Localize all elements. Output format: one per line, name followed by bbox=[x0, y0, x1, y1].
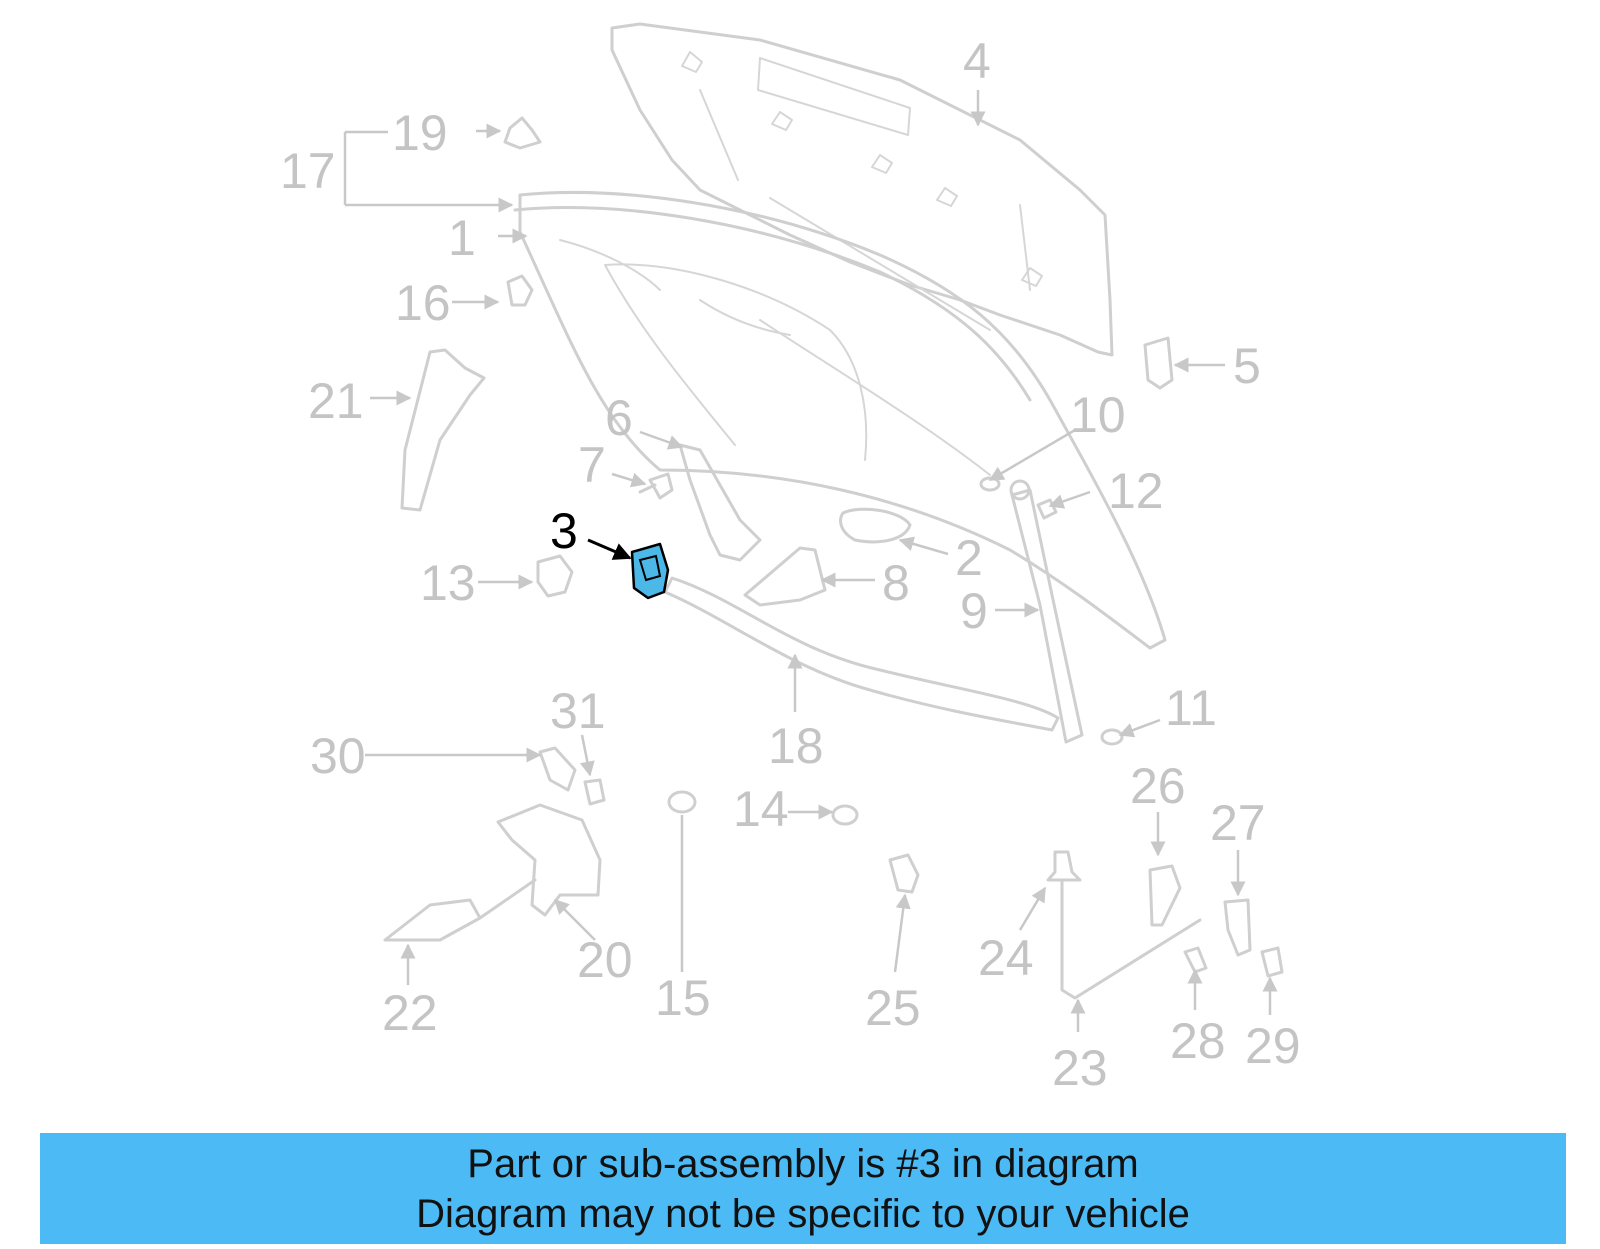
part-30-rod-clip bbox=[538, 746, 577, 792]
callout-9: 9 bbox=[960, 583, 988, 639]
leader-lines bbox=[343, 90, 1278, 1032]
part-6-hinge bbox=[678, 443, 762, 562]
part-14-grommet bbox=[831, 804, 859, 826]
callout-23: 23 bbox=[1052, 1040, 1108, 1096]
part-29-clip bbox=[1260, 946, 1284, 978]
callout-5: 5 bbox=[1233, 338, 1261, 394]
part-4-hood-insulator bbox=[610, 22, 1114, 357]
callout-22: 22 bbox=[382, 985, 438, 1041]
part-2-handle bbox=[839, 507, 912, 544]
part-5-clip bbox=[1143, 336, 1174, 390]
part-16-bumper bbox=[506, 274, 534, 307]
callout-26: 26 bbox=[1130, 758, 1186, 814]
part-15-plug bbox=[667, 790, 697, 814]
callout-30: 30 bbox=[310, 728, 366, 784]
callout-12: 12 bbox=[1108, 463, 1164, 519]
part-12-bolt bbox=[1036, 498, 1058, 520]
part-20-latch bbox=[496, 803, 602, 917]
part-8-bracket bbox=[743, 546, 827, 607]
callout-6: 6 bbox=[605, 390, 633, 446]
part-22-release-handle bbox=[383, 878, 537, 942]
part-1-hood-panel bbox=[513, 191, 1167, 650]
callout-17: 17 bbox=[280, 143, 336, 199]
part-3-highlighted[interactable] bbox=[630, 542, 670, 600]
callout-19: 19 bbox=[392, 105, 448, 161]
callout-25: 25 bbox=[865, 980, 921, 1036]
part-9-strut bbox=[1009, 479, 1084, 744]
part-26-lever bbox=[1148, 864, 1182, 927]
callout-8: 8 bbox=[882, 555, 910, 611]
part-7-bolt bbox=[638, 472, 674, 500]
part-27-bracket bbox=[1223, 898, 1252, 957]
part-18-seal bbox=[663, 576, 1060, 732]
callout-7: 7 bbox=[578, 437, 606, 493]
callout-11: 11 bbox=[1165, 680, 1217, 736]
callout-21: 21 bbox=[308, 373, 364, 429]
callout-28: 28 bbox=[1170, 1013, 1226, 1069]
part-25-clip bbox=[888, 853, 920, 894]
callout-18: 18 bbox=[768, 718, 824, 774]
callout-1: 1 bbox=[448, 210, 476, 266]
part-21-stand bbox=[400, 348, 486, 512]
callout-labels: 4 19 17 1 16 5 21 6 10 7 12 3 2 13 8 9 3… bbox=[280, 33, 1301, 1096]
part-24-stud bbox=[1046, 850, 1082, 882]
callout-31: 31 bbox=[550, 683, 606, 739]
callout-16: 16 bbox=[395, 275, 451, 331]
info-banner: Part or sub-assembly is #3 in diagram Di… bbox=[40, 1133, 1566, 1244]
banner-line-2: Diagram may not be specific to your vehi… bbox=[416, 1191, 1190, 1236]
callout-14: 14 bbox=[733, 781, 789, 837]
callout-27: 27 bbox=[1210, 795, 1266, 851]
part-19-clip bbox=[503, 116, 542, 150]
callout-24: 24 bbox=[978, 930, 1034, 986]
part-28-screw bbox=[1183, 946, 1208, 974]
part-23-rod bbox=[1060, 878, 1202, 1000]
banner-line-1: Part or sub-assembly is #3 in diagram bbox=[467, 1141, 1139, 1186]
part-31-nut bbox=[583, 778, 606, 806]
callout-3: 3 bbox=[550, 503, 578, 559]
callout-2: 2 bbox=[955, 530, 983, 586]
callout-29: 29 bbox=[1245, 1018, 1301, 1074]
part-13-bumper bbox=[536, 554, 574, 598]
callout-4: 4 bbox=[963, 33, 991, 89]
callout-15: 15 bbox=[655, 970, 711, 1026]
callout-10: 10 bbox=[1070, 387, 1126, 443]
callout-20: 20 bbox=[577, 932, 633, 988]
part-11-washer bbox=[1100, 728, 1124, 746]
callout-13: 13 bbox=[420, 555, 476, 611]
